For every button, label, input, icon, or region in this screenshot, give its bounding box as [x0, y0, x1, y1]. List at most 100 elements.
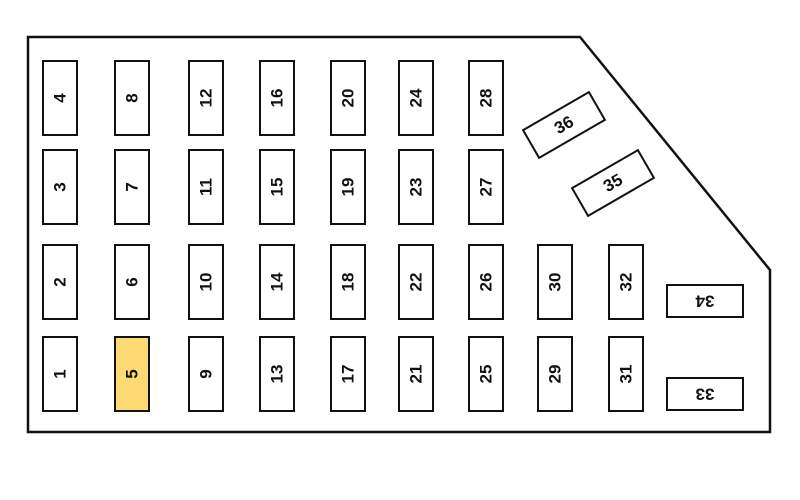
- fuse-slot: [468, 244, 504, 320]
- fuse-18: 18: [330, 244, 366, 320]
- fuse-number-label: 34: [695, 292, 714, 311]
- fuse-group: 1234567891011121314151617181920212223242…: [42, 60, 744, 412]
- fuse-slot: [468, 149, 504, 225]
- fuse-number-label: 21: [407, 365, 426, 384]
- fuse-slot: [398, 149, 434, 225]
- fuse-slot: [398, 60, 434, 136]
- fuse-32: 32: [608, 244, 644, 320]
- fuse-number-label: 18: [339, 273, 358, 292]
- fuse-7: 7: [114, 149, 150, 225]
- fuse-slot: [666, 377, 744, 411]
- fuse-slot: [188, 336, 224, 412]
- fuse-30: 30: [537, 244, 573, 320]
- fuse-24: 24: [398, 60, 434, 136]
- fuse-number-label: 8: [123, 93, 142, 102]
- fuse-slot: [666, 284, 744, 318]
- fuse-slot: [259, 336, 295, 412]
- fuse-1: 1: [42, 336, 78, 412]
- fuse-slot: [42, 60, 78, 136]
- fuse-22: 22: [398, 244, 434, 320]
- fuse-29: 29: [537, 336, 573, 412]
- fuse-slot: [608, 244, 644, 320]
- fuse-20: 20: [330, 60, 366, 136]
- fuse-slot: [398, 244, 434, 320]
- fuse-28: 28: [468, 60, 504, 136]
- fuse-number-label: 25: [477, 365, 496, 384]
- fuse-slot: [114, 336, 150, 412]
- fuse-3: 3: [42, 149, 78, 225]
- fuse-number-label: 9: [197, 369, 216, 378]
- fuse-slot: [188, 244, 224, 320]
- fuse-number-label: 29: [546, 365, 565, 384]
- fuse-slot: [330, 336, 366, 412]
- fuse-slot: [259, 244, 295, 320]
- fuse-6: 6: [114, 244, 150, 320]
- fuse-slot: [259, 60, 295, 136]
- fuse-8: 8: [114, 60, 150, 136]
- fuse-33: 33: [666, 377, 744, 411]
- fuse-number-label: 11: [197, 178, 216, 196]
- fuse-number-label: 13: [268, 365, 287, 384]
- fuse-number-label: 24: [407, 88, 426, 107]
- fuse-14: 14: [259, 244, 295, 320]
- fuse-11: 11: [188, 149, 224, 225]
- fuse-number-label: 26: [477, 273, 496, 292]
- fuse-35: 35: [570, 148, 656, 218]
- fuse-slot: [570, 148, 656, 218]
- fuse-26: 26: [468, 244, 504, 320]
- fuse-number-label: 20: [339, 89, 358, 108]
- fuse-slot: [398, 336, 434, 412]
- fuse-slot: [537, 336, 573, 412]
- fuse-5: 5: [114, 336, 150, 412]
- fuse-slot: [468, 60, 504, 136]
- fuse-number-label: 16: [268, 89, 287, 108]
- fuse-4: 4: [42, 60, 78, 136]
- fuse-slot: [259, 149, 295, 225]
- fuse-slot: [42, 336, 78, 412]
- fuse-number-label: 7: [123, 182, 142, 191]
- fuse-slot: [521, 90, 607, 160]
- fuse-slot: [114, 60, 150, 136]
- fuse-slot: [330, 60, 366, 136]
- fuse-21: 21: [398, 336, 434, 412]
- fuse-slot: [42, 149, 78, 225]
- fuse-number-label: 33: [696, 385, 715, 404]
- fuse-number-label: 12: [197, 89, 216, 108]
- fuse-number-label: 22: [407, 273, 426, 292]
- fuse-slot: [114, 149, 150, 225]
- fuse-23: 23: [398, 149, 434, 225]
- fuse-slot: [608, 336, 644, 412]
- fuse-number-label: 15: [268, 178, 287, 197]
- fuse-number-label: 6: [123, 277, 142, 286]
- fuse-slot: [42, 244, 78, 320]
- fuse-number-label: 19: [339, 178, 358, 197]
- fuse-slot: [537, 244, 573, 320]
- fuse-number-label: 5: [123, 369, 142, 378]
- fuse-27: 27: [468, 149, 504, 225]
- fuse-10: 10: [188, 244, 224, 320]
- fuse-number-label: 10: [197, 273, 216, 292]
- fuse-34: 34: [666, 284, 744, 318]
- fuse-slot: [114, 244, 150, 320]
- fuse-number-label: 32: [617, 273, 636, 292]
- fuse-13: 13: [259, 336, 295, 412]
- fuse-number-label: 17: [339, 365, 358, 384]
- fuse-number-label: 2: [51, 277, 70, 286]
- fuse-number-label: 28: [477, 89, 496, 108]
- fuse-15: 15: [259, 149, 295, 225]
- fuse-number-label: 30: [546, 273, 565, 292]
- fuse-36: 36: [521, 90, 607, 160]
- fuse-number-label: 3: [51, 182, 70, 191]
- fuse-12: 12: [188, 60, 224, 136]
- fuse-number-label: 31: [617, 365, 636, 384]
- fuse-9: 9: [188, 336, 224, 412]
- fuse-25: 25: [468, 336, 504, 412]
- fuse-slot: [188, 60, 224, 136]
- fuse-17: 17: [330, 336, 366, 412]
- fuse-number-label: 14: [268, 272, 287, 291]
- fuse-number-label: 27: [477, 178, 496, 197]
- fuse-31: 31: [608, 336, 644, 412]
- fuse-number-label: 4: [51, 93, 70, 103]
- fuse-number-label: 1: [51, 369, 70, 378]
